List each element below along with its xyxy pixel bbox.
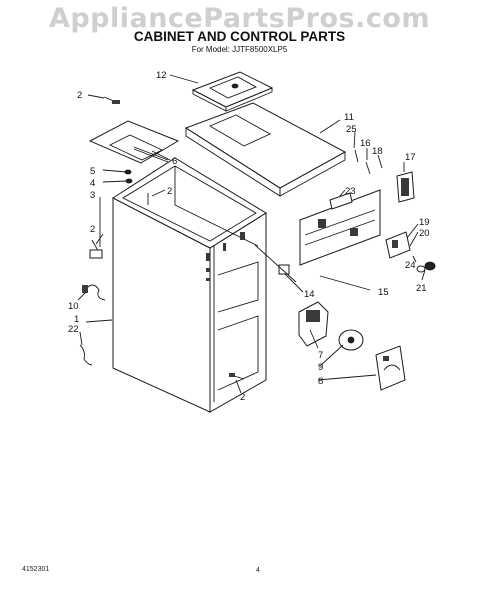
disc-9: [338, 329, 364, 351]
callout-25: 25: [346, 124, 357, 135]
power-cord: [79, 284, 106, 366]
model-line: For Model: JJTF8500XLP5: [191, 45, 288, 54]
callout-24: 24: [405, 260, 416, 271]
callout-23: 23: [345, 186, 356, 197]
callout-22: 22: [68, 324, 79, 335]
leader-lines: [77, 74, 426, 394]
switch-bracket: [385, 231, 436, 273]
watermark: AppliancePartsPros.com: [48, 3, 431, 34]
callout-2-d: 2: [240, 392, 245, 403]
cover-8: [375, 345, 406, 391]
latch-7: [298, 301, 329, 347]
callout-21: 21: [416, 283, 427, 294]
part-14: [278, 264, 290, 275]
callout-14: 14: [304, 289, 315, 300]
callout-18: 18: [372, 146, 383, 157]
callout-16: 16: [360, 138, 371, 149]
callout-12: 12: [156, 70, 167, 81]
callout-10: 10: [68, 301, 79, 312]
top-cover: [184, 102, 347, 197]
callout-5: 5: [90, 166, 95, 177]
callout-7: 7: [318, 350, 323, 361]
page-title: CABINET AND CONTROL PARTS: [133, 29, 346, 44]
callout-20: 20: [419, 228, 430, 239]
page-number: 4: [256, 567, 260, 574]
callout-2-a: 2: [77, 90, 82, 101]
callout-3: 3: [90, 190, 95, 201]
callout-4: 4: [90, 178, 95, 189]
top-panel: [191, 71, 274, 112]
callout-15: 15: [378, 287, 389, 298]
callout-11: 11: [344, 112, 354, 123]
callout-19: 19: [419, 217, 430, 228]
control-bracket: [299, 189, 381, 266]
callout-2-b: 2: [167, 186, 172, 197]
callout-6: 6: [172, 156, 177, 167]
document-number: 4152301: [22, 566, 50, 573]
cabinet-body: [112, 157, 267, 413]
switch-17: [396, 171, 415, 203]
callout-8: 8: [318, 376, 323, 387]
callout-labels: 12 2 11 25 16 18 17 5 6 4 3 2 23 2 19 20…: [68, 70, 430, 403]
callout-2-c: 2: [90, 224, 95, 235]
callout-17: 17: [405, 152, 416, 163]
callout-1: 1: [74, 314, 79, 325]
screws: [89, 96, 371, 380]
callout-9: 9: [318, 362, 323, 373]
